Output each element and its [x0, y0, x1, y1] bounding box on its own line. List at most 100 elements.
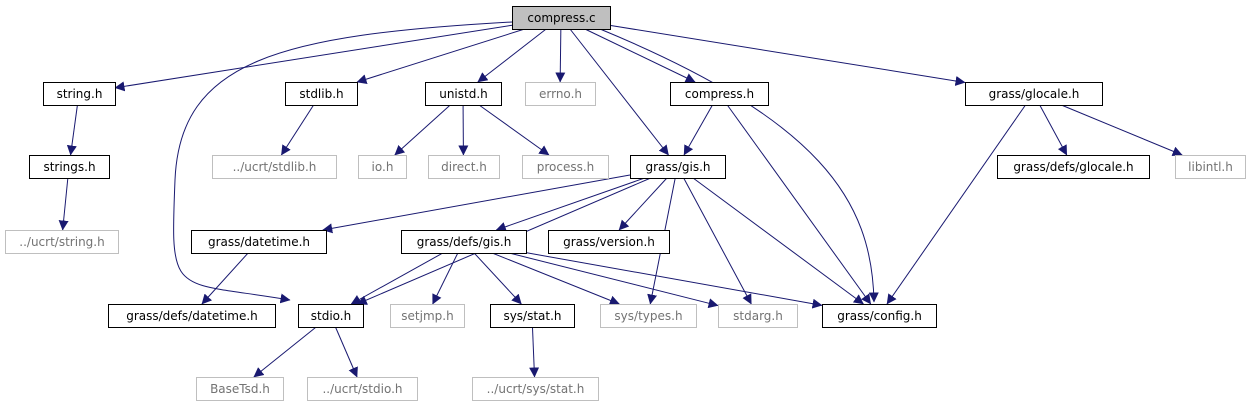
node-box [196, 377, 284, 401]
edge-grass-defs-gis-h-to-grass-config-h [525, 252, 823, 309]
node-box [630, 155, 726, 179]
node-label: direct.h [441, 160, 487, 174]
node-grass-datetime-h[interactable]: grass/datetime.h [191, 230, 327, 254]
edge-compress-c-to-grass-gis-h [569, 28, 669, 156]
node-label: string.h [57, 87, 103, 101]
node-label: ../ucrt/stdlib.h [233, 160, 317, 174]
edge-grass-glocale-h-to-grass-config-h [886, 104, 1026, 305]
node-label: sys/types.h [614, 309, 682, 323]
node-box [997, 155, 1150, 179]
node-box [307, 377, 418, 401]
node-label: grass/defs/datetime.h [126, 309, 258, 323]
edge-grass-gis-h-to-grass-version-h [618, 177, 668, 231]
node-sys-stat-h[interactable]: sys/stat.h [490, 304, 575, 328]
edge-grass-datetime-h-to-grass-defs-datetime-h [201, 252, 249, 305]
node-grass-gis-h[interactable]: grass/gis.h [630, 155, 726, 179]
node-label: stdarg.h [733, 309, 783, 323]
node-grass-defs-gis-h[interactable]: grass/defs/gis.h [401, 230, 527, 254]
node-label: setjmp.h [401, 309, 453, 323]
node-box [1175, 155, 1246, 179]
node-basetsd-h: BaseTsd.h [196, 377, 284, 401]
node-label: unistd.h [439, 87, 488, 101]
node-stdio-h[interactable]: stdio.h [298, 304, 364, 328]
node-unistd-h[interactable]: unistd.h [425, 82, 502, 106]
node-ucrt-stdio-h: ../ucrt/stdio.h [307, 377, 418, 401]
node-box [525, 82, 596, 106]
node-sys-types-h: sys/types.h [600, 304, 697, 328]
node-label: BaseTsd.h [210, 382, 270, 396]
node-label: io.h [372, 160, 394, 174]
node-compress-c[interactable]: compress.c [512, 6, 611, 30]
node-box [401, 230, 527, 254]
node-box [212, 155, 337, 179]
node-libintl-h: libintl.h [1175, 155, 1246, 179]
node-box [29, 155, 110, 179]
node-label: compress.c [527, 11, 595, 25]
edge-strings-h-to-ucrt-string-h [58, 177, 69, 231]
node-label: libintl.h [1188, 160, 1233, 174]
node-box [108, 304, 276, 328]
node-box [472, 377, 599, 401]
node-box [718, 304, 798, 328]
node-stdarg-h: stdarg.h [718, 304, 798, 328]
node-box [965, 82, 1103, 106]
node-box [285, 82, 358, 106]
node-string-h[interactable]: string.h [43, 82, 116, 106]
edge-string-h-to-strings-h [66, 104, 78, 156]
edge-grass-defs-gis-h-to-sys-types-h [491, 252, 620, 306]
edge-compress-c-to-unistd-h [477, 28, 547, 83]
node-label: grass/defs/glocale.h [1013, 160, 1133, 174]
node-label: strings.h [43, 160, 95, 174]
node-grass-version-h[interactable]: grass/version.h [548, 230, 670, 254]
edge-compress-c-to-string-h [114, 24, 513, 92]
edge-stdio-h-to-ucrt-stdio-h [335, 326, 358, 378]
node-grass-glocale-h[interactable]: grass/glocale.h [965, 82, 1103, 106]
node-label: stdio.h [311, 309, 351, 323]
node-label: grass/glocale.h [989, 87, 1080, 101]
edge-grass-defs-gis-h-to-setjmp-h [432, 252, 459, 305]
node-box [191, 230, 327, 254]
node-box [670, 82, 769, 106]
node-box [512, 6, 611, 30]
node-box [358, 155, 407, 179]
edge-sys-stat-h-to-ucrt-sys-stat-h [529, 326, 540, 378]
node-errno-h: errno.h [525, 82, 596, 106]
node-box [822, 304, 937, 328]
node-box [298, 304, 364, 328]
node-label: process.h [537, 160, 595, 174]
node-compress-h[interactable]: compress.h [670, 82, 769, 106]
edge-unistd-h-to-process-h [478, 104, 550, 156]
edge-compress-c-to-errno-h [555, 28, 566, 83]
edge-compress-c-to-stdlib-h [356, 28, 525, 84]
edge-stdlib-h-to-ucrt-stdlib-h [280, 104, 315, 156]
node-io-h: io.h [358, 155, 407, 179]
edge-grass-gis-h-to-grass-datetime-h [322, 174, 631, 234]
node-box [390, 304, 465, 328]
node-box [600, 304, 697, 328]
node-label: stdlib.h [299, 87, 343, 101]
edge-compress-h-to-grass-gis-h [683, 104, 713, 156]
node-grass-defs-datetime-h[interactable]: grass/defs/datetime.h [108, 304, 276, 328]
node-stdlib-h[interactable]: stdlib.h [285, 82, 358, 106]
edge-compress-c-to-compress-h [584, 28, 696, 83]
node-strings-h[interactable]: strings.h [29, 155, 110, 179]
node-box [5, 230, 119, 254]
node-ucrt-string-h: ../ucrt/string.h [5, 230, 119, 254]
node-label: compress.h [685, 87, 754, 101]
edge-compress-c-to-stdio-h [173, 21, 513, 304]
node-ucrt-stdlib-h: ../ucrt/stdlib.h [212, 155, 337, 179]
node-box [490, 304, 575, 328]
node-label: grass/config.h [837, 309, 922, 323]
edge-grass-defs-gis-h-to-sys-stat-h [473, 252, 522, 305]
node-grass-defs-glocale-h[interactable]: grass/defs/glocale.h [997, 155, 1150, 179]
edge-grass-defs-gis-h-to-stdio-h [350, 252, 444, 305]
edge-grass-gis-h-to-stdarg-h [683, 177, 752, 305]
node-direct-h: direct.h [428, 155, 500, 179]
node-label: grass/datetime.h [208, 235, 310, 249]
edge-grass-glocale-h-to-libintl-h [1061, 104, 1183, 156]
edge-grass-gis-h-to-grass-config-h [692, 177, 864, 305]
edge-unistd-h-to-io-h [394, 104, 451, 156]
edge-grass-gis-h-to-grass-defs-gis-h [495, 177, 645, 232]
node-grass-config-h[interactable]: grass/config.h [822, 304, 937, 328]
